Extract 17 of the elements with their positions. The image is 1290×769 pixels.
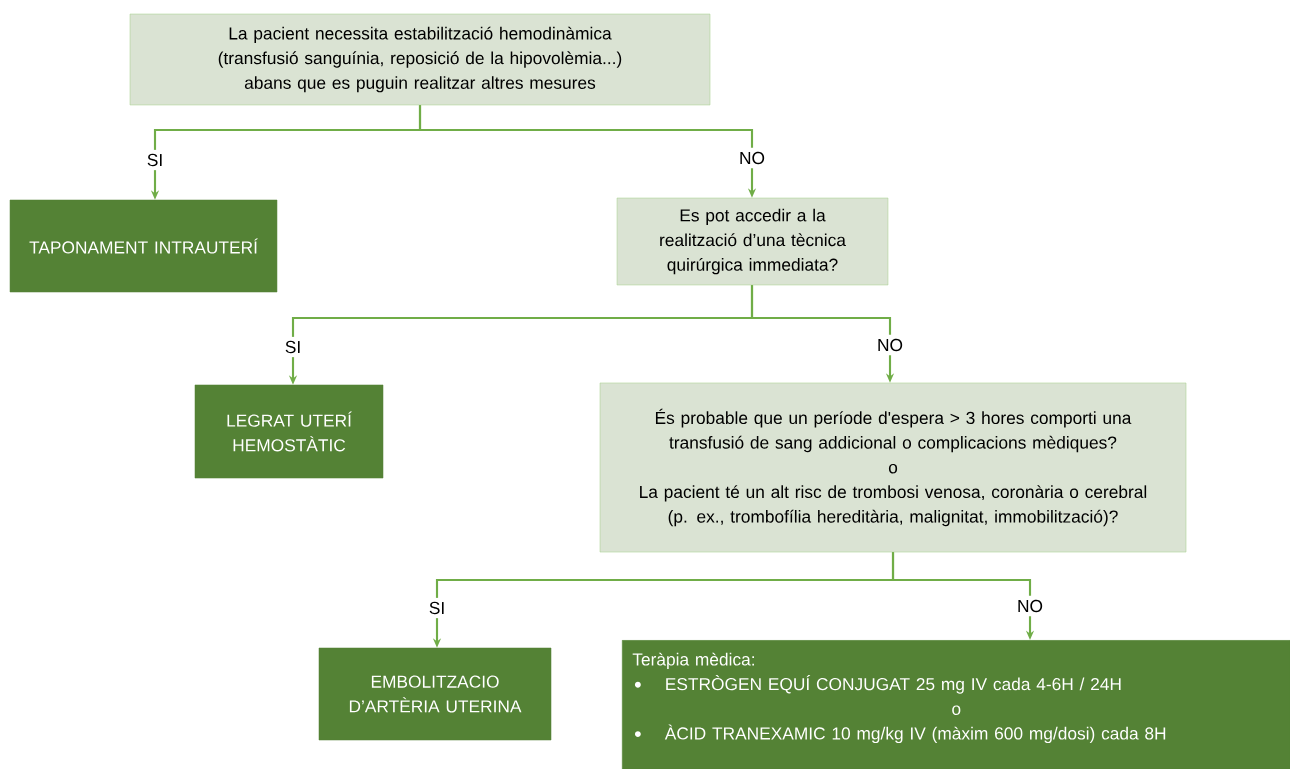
action-box: LEGRAT UTERÍ HEMOSTÀTIC: [194, 384, 384, 479]
action-box: TAPONAMENT INTRAUTERÍ: [9, 199, 278, 293]
treatment-box: [622, 640, 1290, 769]
decision-box: Es pot accedir a la realització d’una tècnica quirúrgica immediata?: [616, 197, 889, 286]
heading-text: Teràpia mèdica:: [632, 652, 754, 670]
decision-box: La pacient necessita estabilització hemodinàmica (transfusió sanguínia, reposició de la hipovolèmia...) abans que es puguin realitzar altres mesures: [129, 13, 711, 106]
action-box: EMBOLITZACIO D’ARTÈRIA UTERINA: [318, 647, 552, 741]
edge-label: SI: [424, 597, 450, 619]
separator-text: o: [952, 705, 961, 715]
decision-box: És probable que un període d'espera > 3 hores comporti una transfusió de sang addicional o complicacions mèdiques? o La pacient té un alt risc de trombosi venosa, coronària o cerebral (p. ex., trombofília hereditària, malignitat, immobilització)?: [599, 382, 1187, 553]
edge-label: NO: [735, 147, 769, 169]
list-item: ESTRÒGEN EQUÍ CONJUGAT 25 mg IV cada 4-6H / 24H: [666, 675, 1121, 694]
edge-label: NO: [873, 334, 907, 356]
list-item: ÀCID TRANEXAMIC 10 mg/kg IV (màxim 600 mg/dosi) cada 8H: [664, 724, 1166, 744]
edge-label: NO: [1013, 595, 1047, 617]
edge-label: SI: [142, 149, 168, 171]
edge-label: SI: [280, 336, 306, 358]
